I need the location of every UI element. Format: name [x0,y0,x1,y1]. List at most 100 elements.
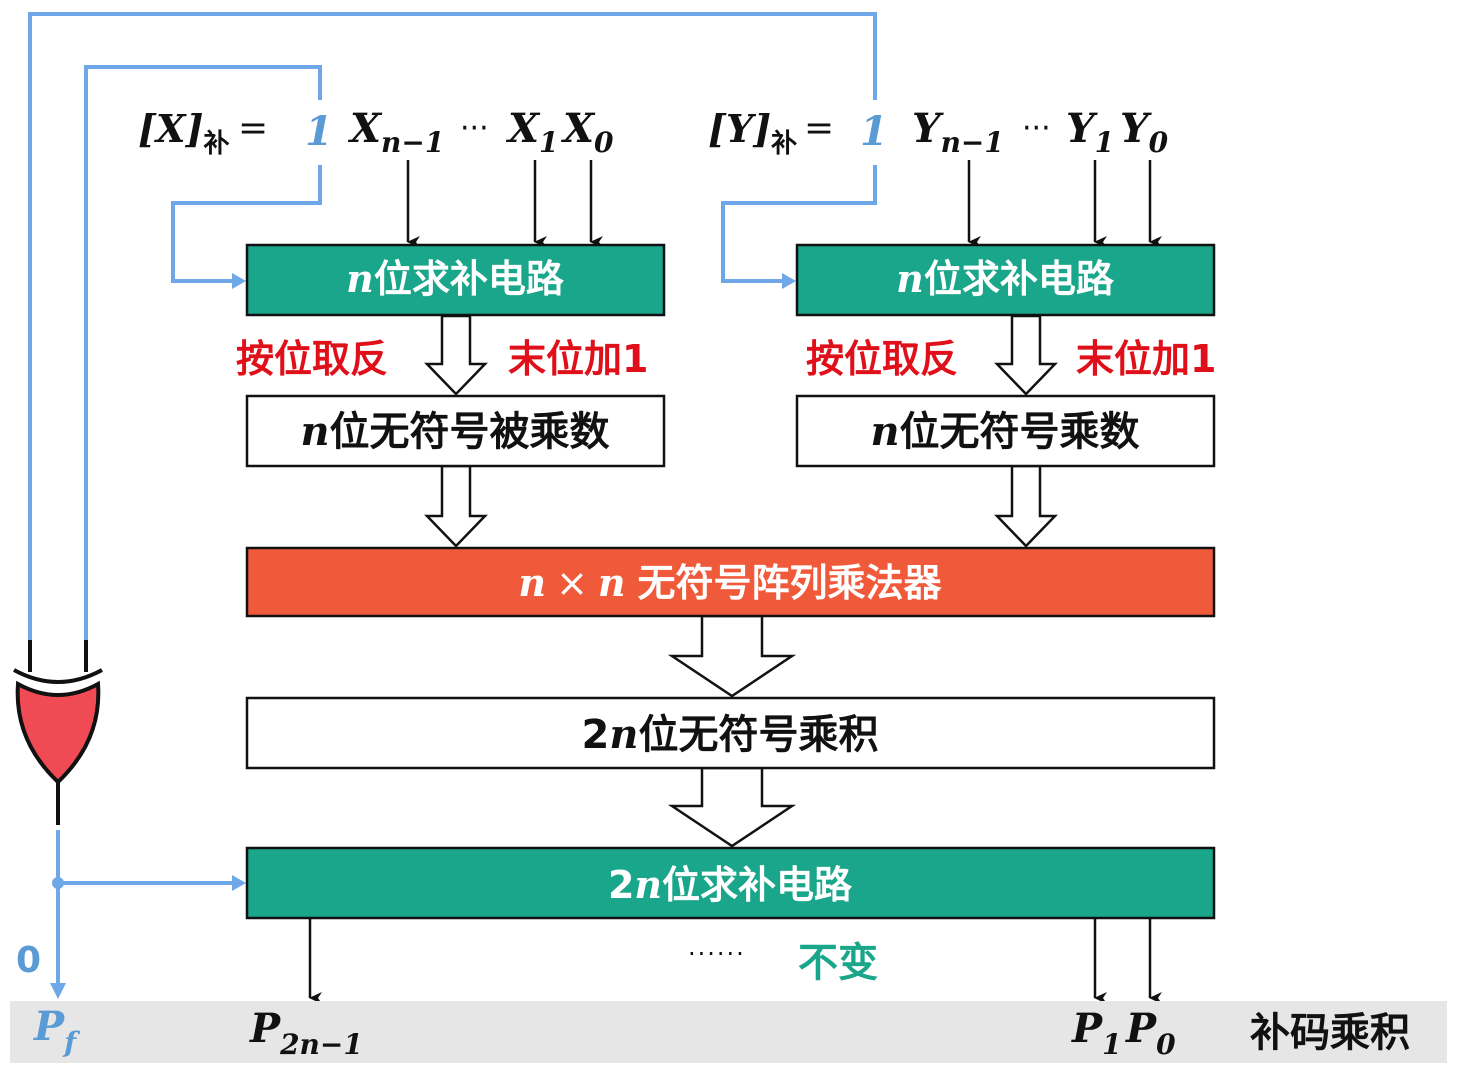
svg-text:[X]补: [X]补 [138,106,229,159]
x-bit-n1-sub: n−1 [381,126,444,159]
product-prefix: 2 [582,712,610,758]
y-sign-bit: 1 [860,108,888,155]
x-bit-1: X [505,105,541,152]
y-bit-0: Y [1120,105,1152,152]
x-sign-bit: 1 [305,108,333,155]
final-complement-n: n [634,862,662,907]
svg-text:Y0: Y0 [1120,105,1169,159]
hollow-arrow-to-final [667,766,797,848]
data-arrows [308,160,1162,1004]
x-sign-wire-to-xor [84,65,322,650]
svg-text:Y1: Y1 [1066,105,1114,159]
blue-arrowhead-right-complement [782,273,796,289]
hollow-arrow-left-1 [424,314,488,396]
xor-gate-body [15,680,101,785]
left-plus-one-label: 末位加1 [508,337,648,381]
x-register-eq: = [238,108,268,149]
product-label: 位无符号乘积 [638,712,878,758]
svg-text:P2n−1: P2n−1 [249,1005,363,1061]
svg-text:2n位无符号乘积: 2n位无符号乘积 [582,711,879,758]
x-bit-0-sub: 0 [594,126,614,159]
right-complement-box [795,243,1216,317]
y-bit-n1: Y [912,105,944,152]
y-sign-wire-to-xor [28,12,877,650]
output-p1: P [1071,1005,1104,1052]
blue-arrowhead-pf [50,983,66,999]
final-complement-prefix: 2 [608,863,634,907]
product-box [245,696,1216,770]
y-sign-wire-to-complement [721,165,877,283]
y-register-eq: = [804,108,834,149]
multiplicand-n: n [300,408,329,455]
y-bit-0-sub: 0 [1149,126,1169,159]
result-label: 补码乘积 [1250,1010,1410,1056]
svg-text:Yn−1: Yn−1 [912,105,1004,159]
y-register-label: [Y] [708,106,771,151]
unchanged-dots: ······ [688,940,746,968]
svg-text:X0: X0 [560,105,614,159]
array-multiplier-n1: n [518,560,546,605]
multiplicand-label: 位无符号被乘数 [330,409,610,455]
x-sign-wire-to-complement [171,165,322,283]
right-plus-one-label: 末位加1 [1076,337,1216,381]
output-p2n1: P [249,1005,282,1052]
svg-text:Xn−1: Xn−1 [347,105,444,159]
right-complement-n: n [896,256,924,301]
output-p0-sub: 0 [1156,1028,1176,1061]
svg-text:n位无符号乘数: n位无符号乘数 [870,408,1139,455]
x-register-label: [X] [138,106,203,151]
final-complement-box [245,846,1216,920]
x-bit-0: X [560,105,596,152]
multiplicand-box [245,394,666,468]
multiplier-label: 位无符号乘数 [900,409,1140,455]
multiplier-box [795,394,1216,468]
xor-gate [13,668,103,785]
svg-text:2n位求补电路: 2n位求补电路 [608,862,853,907]
array-multiplier-times: × [556,561,588,605]
x-bit-n1: X [347,105,383,152]
y-register-subscript: 补 [771,129,797,159]
y-bit-1-sub: 1 [1095,126,1114,159]
y-bit-n1-sub: n−1 [941,126,1004,159]
sign-wires [28,12,877,990]
x-bit-dots: ··· [460,111,489,146]
multiplier-n: n [870,408,899,455]
hollow-arrows [424,314,1058,848]
left-complement-box [245,243,666,317]
svg-text:n位求补电路: n位求补电路 [896,256,1115,301]
y-bit-dots: ··· [1022,111,1051,146]
unchanged-label: 不变 [798,940,878,986]
x-register: [X]补 = 1 Xn−1 ··· X1 X0 [138,105,614,159]
svg-text:P0: P0 [1125,1005,1176,1061]
left-complement-label: 位求补电路 [374,257,565,301]
svg-text:n位无符号被乘数: n位无符号被乘数 [300,408,609,455]
output-p1-sub: 1 [1102,1028,1121,1061]
left-invert-label: 按位取反 [236,337,388,381]
output-p2n1-sub: 2n−1 [279,1028,363,1061]
xor-gate-back-curve [13,668,103,684]
blue-arrowhead-final-complement [232,875,246,891]
hollow-arrow-left-2 [424,464,488,548]
blue-arrowhead-left-complement [232,273,246,289]
svg-text:n位求补电路: n位求补电路 [346,256,565,301]
product-n: n [609,711,638,758]
output-p0: P [1125,1005,1158,1052]
final-complement-label: 位求补电路 [662,863,853,907]
hollow-arrow-to-product [667,614,797,698]
output-bar [10,1001,1447,1063]
right-complement-label: 位求补电路 [924,257,1115,301]
left-complement-n: n [346,256,374,301]
x-bit-1-sub: 1 [539,126,558,159]
array-multiplier-label: 无符号阵列乘法器 [638,561,943,605]
output-pf: P [33,1003,66,1050]
hollow-arrow-right-1 [994,314,1058,396]
y-bit-1: Y [1066,105,1098,152]
svg-text:[Y]补: [Y]补 [708,106,797,159]
array-multiplier-box [245,546,1216,618]
y-register: [Y]补 = 1 Yn−1 ··· Y1 Y0 [708,105,1169,159]
x-register-subscript: 补 [203,129,229,159]
hollow-arrow-right-2 [994,464,1058,548]
right-invert-label: 按位取反 [806,337,958,381]
svg-text:P1: P1 [1071,1005,1122,1061]
